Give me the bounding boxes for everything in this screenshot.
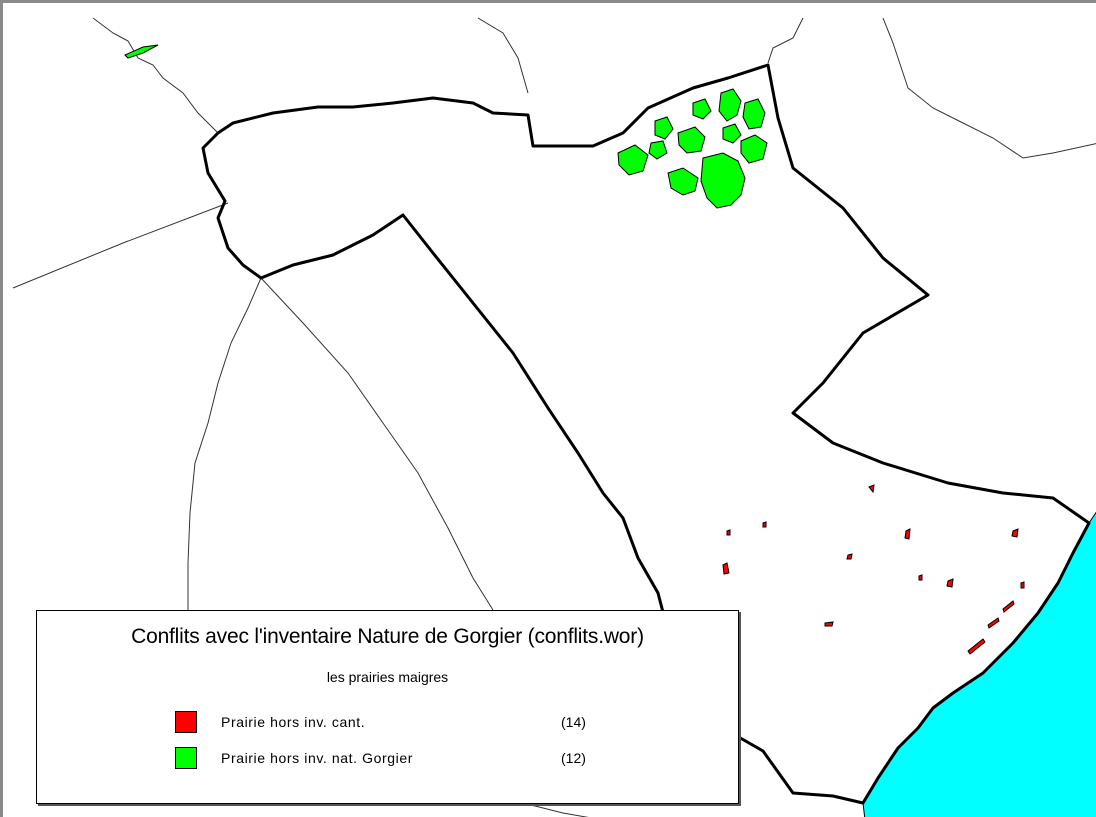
prairie-patch bbox=[987, 617, 1000, 629]
prairie-patch bbox=[667, 167, 699, 196]
road bbox=[767, 17, 804, 64]
prairie-patch bbox=[654, 116, 674, 140]
legend-swatch-green bbox=[175, 747, 197, 769]
prairie-nat-patches bbox=[124, 44, 768, 209]
legend-swatch-red bbox=[175, 711, 197, 733]
prairie-patch bbox=[722, 123, 742, 144]
commune-boundary bbox=[201, 63, 1091, 805]
prairie-patch bbox=[904, 528, 911, 540]
legend-item-label: Prairie hors inv. cant. bbox=[221, 714, 366, 730]
map-canvas[interactable] bbox=[3, 3, 1096, 817]
road bbox=[477, 17, 529, 94]
prairie-patch bbox=[722, 562, 730, 575]
prairie-patch bbox=[1002, 600, 1015, 613]
prairie-patch bbox=[824, 621, 834, 627]
legend-item-prairie-nat: Prairie hors inv. nat. Gorgier (12) bbox=[175, 747, 635, 769]
prairie-patch bbox=[124, 44, 159, 59]
legend-subtitle: les prairies maigres bbox=[326, 669, 449, 685]
road bbox=[12, 202, 229, 289]
prairie-patch bbox=[718, 88, 742, 122]
prairie-patch bbox=[692, 98, 712, 120]
road bbox=[882, 17, 1096, 159]
lake-area bbox=[862, 511, 1096, 817]
legend-item-prairie-cant: Prairie hors inv. cant. (14) bbox=[175, 711, 635, 733]
prairie-patch bbox=[846, 553, 853, 560]
road bbox=[260, 277, 494, 611]
prairie-patch bbox=[648, 140, 668, 160]
road bbox=[522, 802, 589, 817]
legend-item-count: (14) bbox=[561, 714, 586, 730]
legend-title: Conflits avec l'inventaire Nature de Gor… bbox=[131, 625, 644, 648]
prairie-patch bbox=[742, 98, 766, 130]
prairie-patch bbox=[918, 574, 923, 581]
prairie-cant-patches bbox=[722, 484, 1025, 655]
prairie-patch bbox=[617, 144, 649, 176]
legend-item-label: Prairie hors inv. nat. Gorgier bbox=[221, 750, 414, 766]
prairie-patch bbox=[868, 484, 875, 494]
prairie-patch bbox=[677, 126, 706, 154]
map-legend: Conflits avec l'inventaire Nature de Gor… bbox=[36, 610, 739, 804]
prairie-patch bbox=[726, 529, 731, 536]
prairie-patch bbox=[946, 578, 954, 588]
prairie-patch bbox=[762, 521, 767, 528]
prairie-patch bbox=[1011, 528, 1019, 538]
legend-item-count: (12) bbox=[561, 750, 586, 766]
roads-layer bbox=[12, 17, 1096, 817]
road bbox=[187, 277, 262, 610]
prairie-patch bbox=[1020, 581, 1025, 589]
prairie-patch bbox=[740, 134, 768, 164]
road bbox=[92, 17, 219, 134]
prairie-patch bbox=[700, 152, 746, 209]
prairie-patch bbox=[967, 638, 986, 655]
